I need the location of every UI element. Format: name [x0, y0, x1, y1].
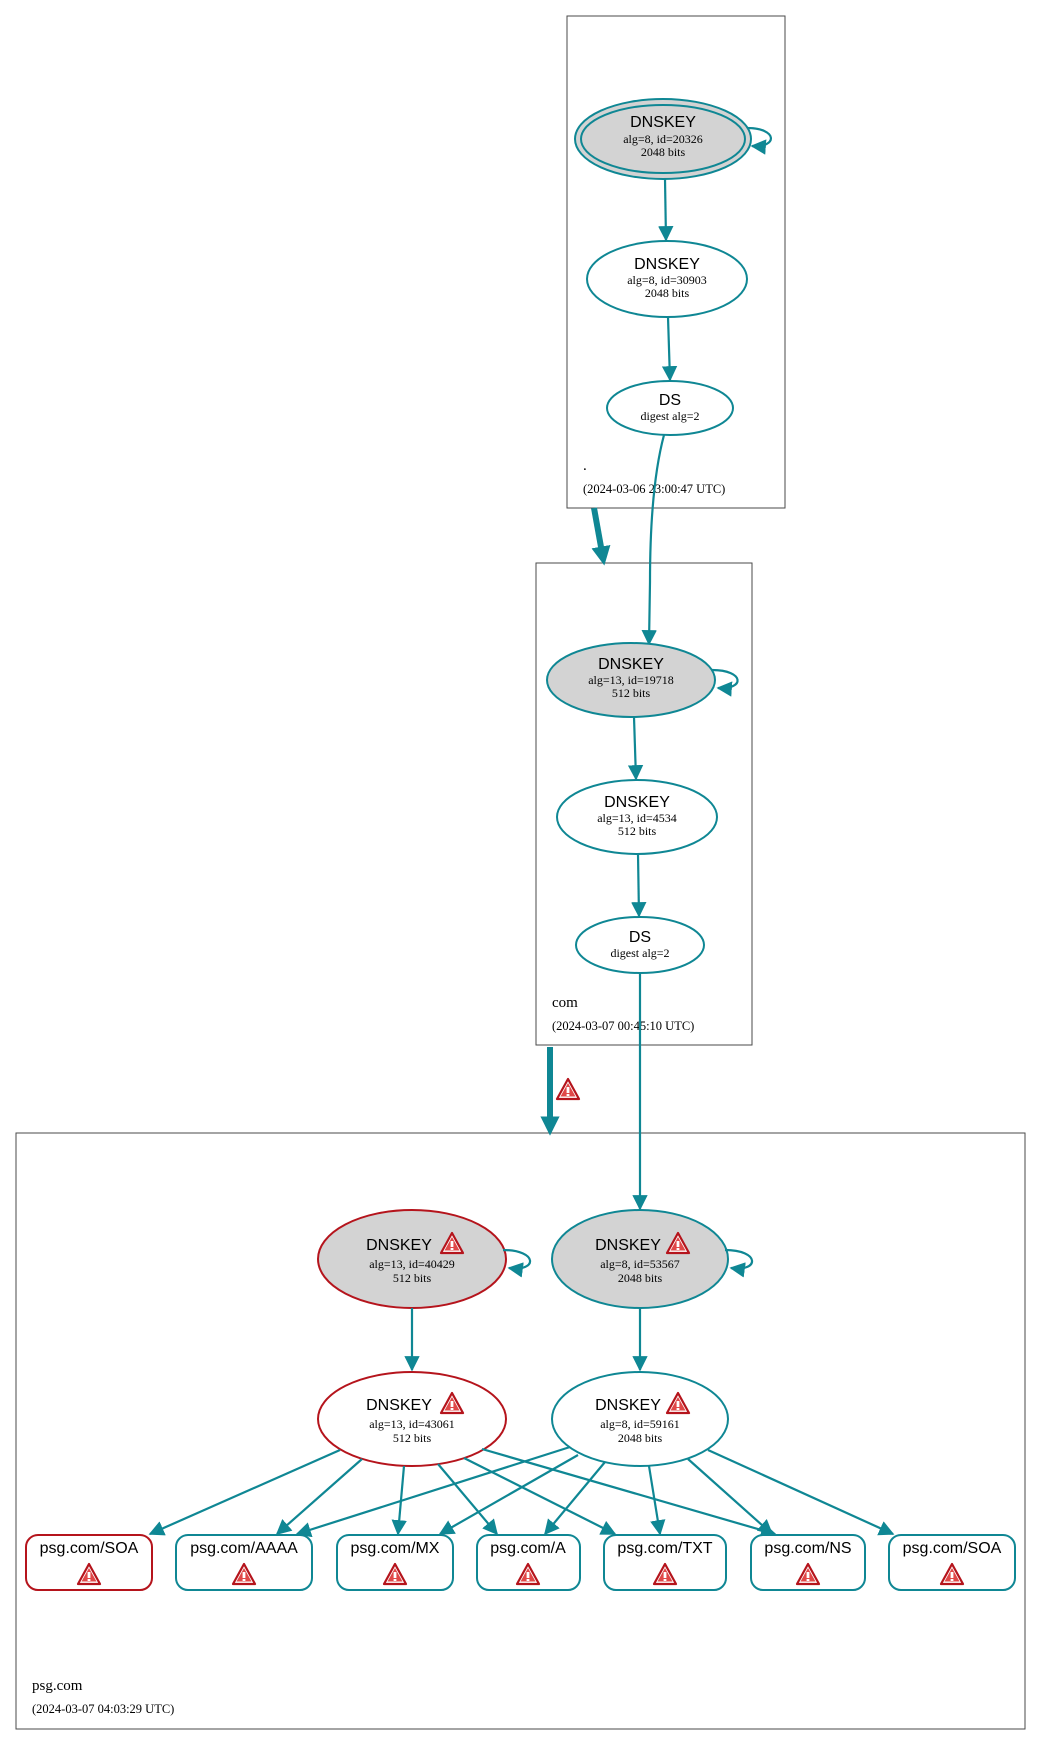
edge-delegation-root-com	[591, 507, 611, 566]
zone-psg: psg.com (2024-03-07 04:03:29 UTC)	[15, 1132, 1026, 1730]
node-alg-id: alg=8, id=20326	[623, 132, 703, 146]
edge-com-zsk-to-ds	[631, 853, 647, 918]
node-com-ds[interactable]: DS digest alg=2	[575, 916, 705, 974]
node-bits: 2048 bits	[618, 1431, 663, 1445]
node-bits: 512 bits	[393, 1271, 432, 1285]
node-root-ksk[interactable]: DNSKEY alg=8, id=20326 2048 bits	[574, 98, 752, 180]
node-digest: digest alg=2	[610, 946, 669, 960]
node-title: DNSKEY	[604, 794, 670, 811]
edge-psg-ksk8-self	[724, 1248, 754, 1278]
node-alg-id: alg=13, id=40429	[369, 1257, 455, 1271]
node-bits: 2048 bits	[618, 1271, 663, 1285]
node-title: DNSKEY	[630, 114, 696, 131]
rrset-soa-bogus[interactable]: psg.com/SOA	[25, 1534, 153, 1591]
node-bits: 512 bits	[618, 824, 657, 838]
node-bits: 512 bits	[393, 1431, 432, 1445]
zone-com-name: com	[552, 995, 578, 1011]
edge-psg-ksk13-self	[502, 1248, 532, 1278]
rrset-aaaa[interactable]: psg.com/AAAA	[175, 1534, 313, 1591]
node-com-zsk[interactable]: DNSKEY alg=13, id=4534 512 bits	[556, 779, 718, 855]
rrset-label: psg.com/NS	[764, 1540, 851, 1557]
rrset-label: psg.com/SOA	[40, 1540, 139, 1557]
rrset-label: psg.com/TXT	[617, 1540, 712, 1557]
warning-icon	[555, 1077, 581, 1101]
node-bits: 2048 bits	[641, 145, 686, 159]
zone-psg-timestamp: (2024-03-07 04:03:29 UTC)	[32, 1702, 174, 1716]
edge-com-ksk-self	[711, 668, 739, 697]
node-psg-zsk8[interactable]: DNSKEY alg=8, id=59161 2048 bits	[551, 1371, 729, 1467]
rrset-txt[interactable]: psg.com/TXT	[603, 1534, 727, 1591]
zone-com: com (2024-03-07 00:45:10 UTC)	[535, 562, 753, 1046]
node-psg-ksk8[interactable]: DNSKEY alg=8, id=53567 2048 bits	[551, 1209, 729, 1309]
edge-root-zsk-to-ds	[661, 316, 678, 382]
node-digest: digest alg=2	[640, 409, 699, 423]
edge-root-ksk-self	[746, 126, 772, 155]
node-title: DNSKEY	[366, 1237, 432, 1254]
rrset-label: psg.com/MX	[351, 1540, 440, 1557]
rrset-soa[interactable]: psg.com/SOA	[888, 1534, 1016, 1591]
node-root-ds[interactable]: DS digest alg=2	[606, 380, 734, 436]
node-title: DNSKEY	[595, 1237, 661, 1254]
node-alg-id: alg=8, id=30903	[627, 273, 707, 287]
node-psg-ksk13[interactable]: DNSKEY alg=13, id=40429 512 bits	[317, 1209, 507, 1309]
zone-psg-name: psg.com	[32, 1678, 83, 1694]
zone-root-name: .	[583, 458, 587, 474]
rrset-mx[interactable]: psg.com/MX	[336, 1534, 454, 1591]
node-title: DS	[629, 929, 651, 946]
edges-zsk8-to-rrsets	[295, 1445, 895, 1538]
node-title: DNSKEY	[366, 1397, 432, 1414]
rrset-ns[interactable]: psg.com/NS	[750, 1534, 866, 1591]
node-alg-id: alg=13, id=43061	[369, 1417, 455, 1431]
zone-com-timestamp: (2024-03-07 00:45:10 UTC)	[552, 1019, 694, 1033]
rrset-label: psg.com/A	[490, 1540, 566, 1557]
zone-root-box	[566, 15, 786, 509]
node-bits: 2048 bits	[645, 286, 690, 300]
rrset-row: psg.com/SOA psg.com/AAAA psg.com/MX psg.…	[25, 1534, 1016, 1591]
edge-com-ksk-to-zsk	[627, 716, 644, 781]
node-title: DNSKEY	[598, 656, 664, 673]
rrset-label: psg.com/SOA	[903, 1540, 1002, 1557]
node-title: DNSKEY	[634, 256, 700, 273]
zone-com-box	[535, 562, 753, 1046]
edges-zsk13-to-rrsets	[148, 1447, 777, 1538]
rrset-a[interactable]: psg.com/A	[476, 1534, 581, 1591]
node-com-ksk[interactable]: DNSKEY alg=13, id=19718 512 bits	[546, 642, 716, 718]
rrset-label: psg.com/AAAA	[190, 1540, 298, 1557]
node-title: DS	[659, 392, 681, 409]
zone-psg-box	[15, 1132, 1026, 1730]
node-title: DNSKEY	[595, 1397, 661, 1414]
node-alg-id: alg=13, id=4534	[597, 811, 677, 825]
node-psg-zsk13[interactable]: DNSKEY alg=13, id=43061 512 bits	[317, 1371, 507, 1467]
node-alg-id: alg=8, id=53567	[600, 1257, 680, 1271]
node-root-zsk[interactable]: DNSKEY alg=8, id=30903 2048 bits	[586, 240, 748, 318]
node-alg-id: alg=13, id=19718	[588, 673, 674, 687]
edge-root-ds-to-com-ksk	[641, 434, 666, 646]
node-bits: 512 bits	[612, 686, 651, 700]
node-alg-id: alg=8, id=59161	[600, 1417, 680, 1431]
edge-root-ksk-to-zsk	[658, 178, 674, 242]
